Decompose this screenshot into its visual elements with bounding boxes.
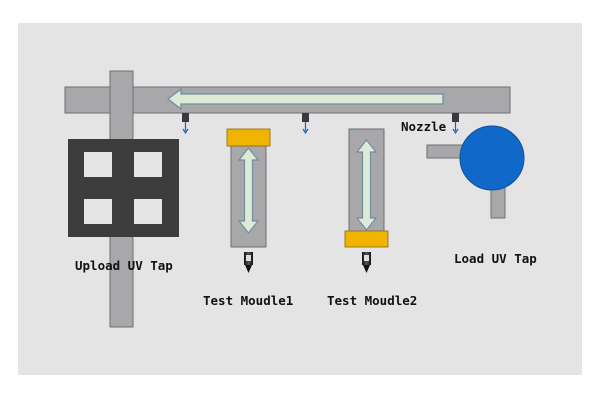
test-module-2-carrier (344, 230, 389, 248)
tray-cell (84, 152, 112, 177)
nozzle-label: Nozzle (401, 119, 447, 134)
upload-uv-tap-label: Upload UV Tap (75, 258, 173, 273)
test-module-2-arrow (355, 139, 378, 231)
probe-icon (362, 252, 371, 273)
test-module-1-carrier (226, 128, 271, 147)
load-reel-disk (459, 125, 525, 191)
test-module-2-label: Test Moudle2 (327, 293, 417, 308)
test-module-2 (344, 128, 389, 273)
test-module-1-label: Test Moudle1 (203, 293, 293, 308)
nozzle-icon (452, 113, 459, 135)
nozzle-icon (182, 113, 189, 135)
test-module-1-arrow (237, 147, 260, 234)
tray-cell (134, 199, 162, 224)
tray-cell (134, 152, 162, 177)
upload-tray (68, 139, 179, 237)
tray-cell (84, 199, 112, 224)
probe-icon (244, 252, 253, 273)
load-uv-tap-assembly (426, 125, 525, 219)
test-module-1 (226, 128, 271, 273)
nozzle-icon (302, 113, 309, 135)
transfer-arrow-left (166, 87, 444, 111)
load-uv-tap-label: Load UV Tap (454, 251, 537, 266)
